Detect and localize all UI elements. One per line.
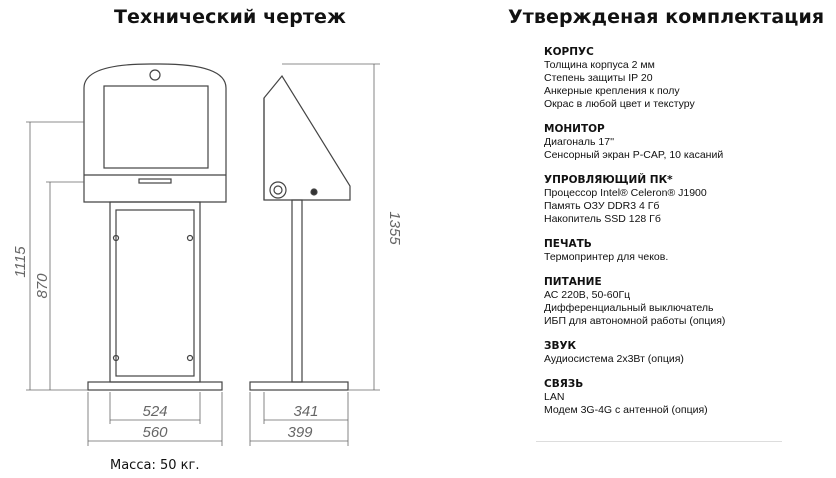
spec-section-comm: СВЯЗЬ LAN Модем 3G-4G с антенной (опция): [544, 378, 830, 417]
spec-section-print: ПЕЧАТЬ Термопринтер для чеков.: [544, 238, 830, 264]
dim-1355: 1355: [386, 211, 403, 245]
dim-524: 524: [142, 403, 167, 420]
spec-line: Диагональ 17'': [544, 136, 615, 148]
mass-label: Масса: 50 кг.: [110, 458, 200, 473]
front-screen: [103, 85, 209, 169]
spec-line: LAN: [544, 391, 565, 403]
printer-slot: [138, 178, 172, 184]
spec-section-power: ПИТАНИЕ АС 220В, 50-60Гц Дифференциальны…: [544, 276, 830, 328]
spec-line: Модем 3G-4G с антенной (опция): [544, 404, 708, 416]
dim-399: 399: [287, 424, 313, 441]
spec-line: Дифференциальный выключатель: [544, 302, 714, 314]
speaker-icon: [269, 181, 287, 199]
side-base: [249, 381, 349, 391]
spec-title: МОНИТОР: [544, 123, 605, 135]
spec-title: ЗВУК: [544, 340, 577, 352]
spec-line: АС 220В, 50-60Гц: [544, 289, 631, 301]
front-base: [87, 381, 223, 391]
spec-line: Термопринтер для чеков.: [544, 251, 669, 263]
spec-line: Окрас в любой цвет и текстуру: [544, 98, 695, 110]
spec-title: УПРОВЛЯЮЩИЙ ПК*: [544, 174, 673, 186]
divider: [536, 441, 782, 442]
drawing-heading: Технический чертеж: [114, 6, 347, 28]
spec-title: ПЕЧАТЬ: [544, 238, 592, 250]
spec-line: ИБП для автономной работы (опция): [544, 315, 726, 327]
spec-line: Память ОЗУ DDR3 4 Гб: [544, 200, 660, 212]
spec-line: Толщина корпуса 2 мм: [544, 59, 655, 71]
spec-section-sound: ЗВУК Аудиосистема 2х3Вт (опция): [544, 340, 830, 366]
dim-341: 341: [293, 403, 318, 420]
dim-560: 560: [142, 424, 168, 441]
front-head-outline: [83, 63, 227, 203]
front-pedestal: [109, 201, 201, 383]
dim-870: 870: [34, 273, 51, 299]
side-pedestal: [291, 199, 303, 383]
spec-line: Сенсорный экран P-CAP, 10 касаний: [544, 149, 724, 161]
technical-drawing: 1115 870 1355 524 560 341 399: [12, 63, 403, 446]
spec-title: СВЯЗЬ: [544, 378, 584, 390]
spec-section-monitor: МОНИТОР Диагональ 17'' Сенсорный экран P…: [544, 123, 830, 162]
spec-line: Накопитель SSD 128 Гб: [544, 213, 661, 225]
spec-title: КОРПУС: [544, 46, 594, 58]
spec-line: Аудиосистема 2х3Вт (опция): [544, 353, 684, 365]
side-head-outline: [263, 74, 351, 201]
spec-line: Анкерные крепления к полу: [544, 85, 680, 97]
spec-title: ПИТАНИЕ: [544, 276, 602, 288]
front-door: [115, 209, 195, 377]
spec-list: КОРПУС Толщина корпуса 2 мм Степень защи…: [544, 46, 830, 417]
button-icon: [310, 188, 318, 196]
spec-section-body: КОРПУС Толщина корпуса 2 мм Степень защи…: [544, 46, 830, 111]
dim-1115: 1115: [12, 246, 29, 278]
spec-line: Процессор Intel® Celeron® J1900: [544, 187, 707, 199]
spec-line: Степень защиты IP 20: [544, 72, 653, 84]
camera-icon: [149, 69, 161, 81]
specs-heading: Утвержденая комплектация: [508, 6, 825, 28]
spec-section-pc: УПРОВЛЯЮЩИЙ ПК* Процессор Intel® Celeron…: [544, 174, 830, 226]
